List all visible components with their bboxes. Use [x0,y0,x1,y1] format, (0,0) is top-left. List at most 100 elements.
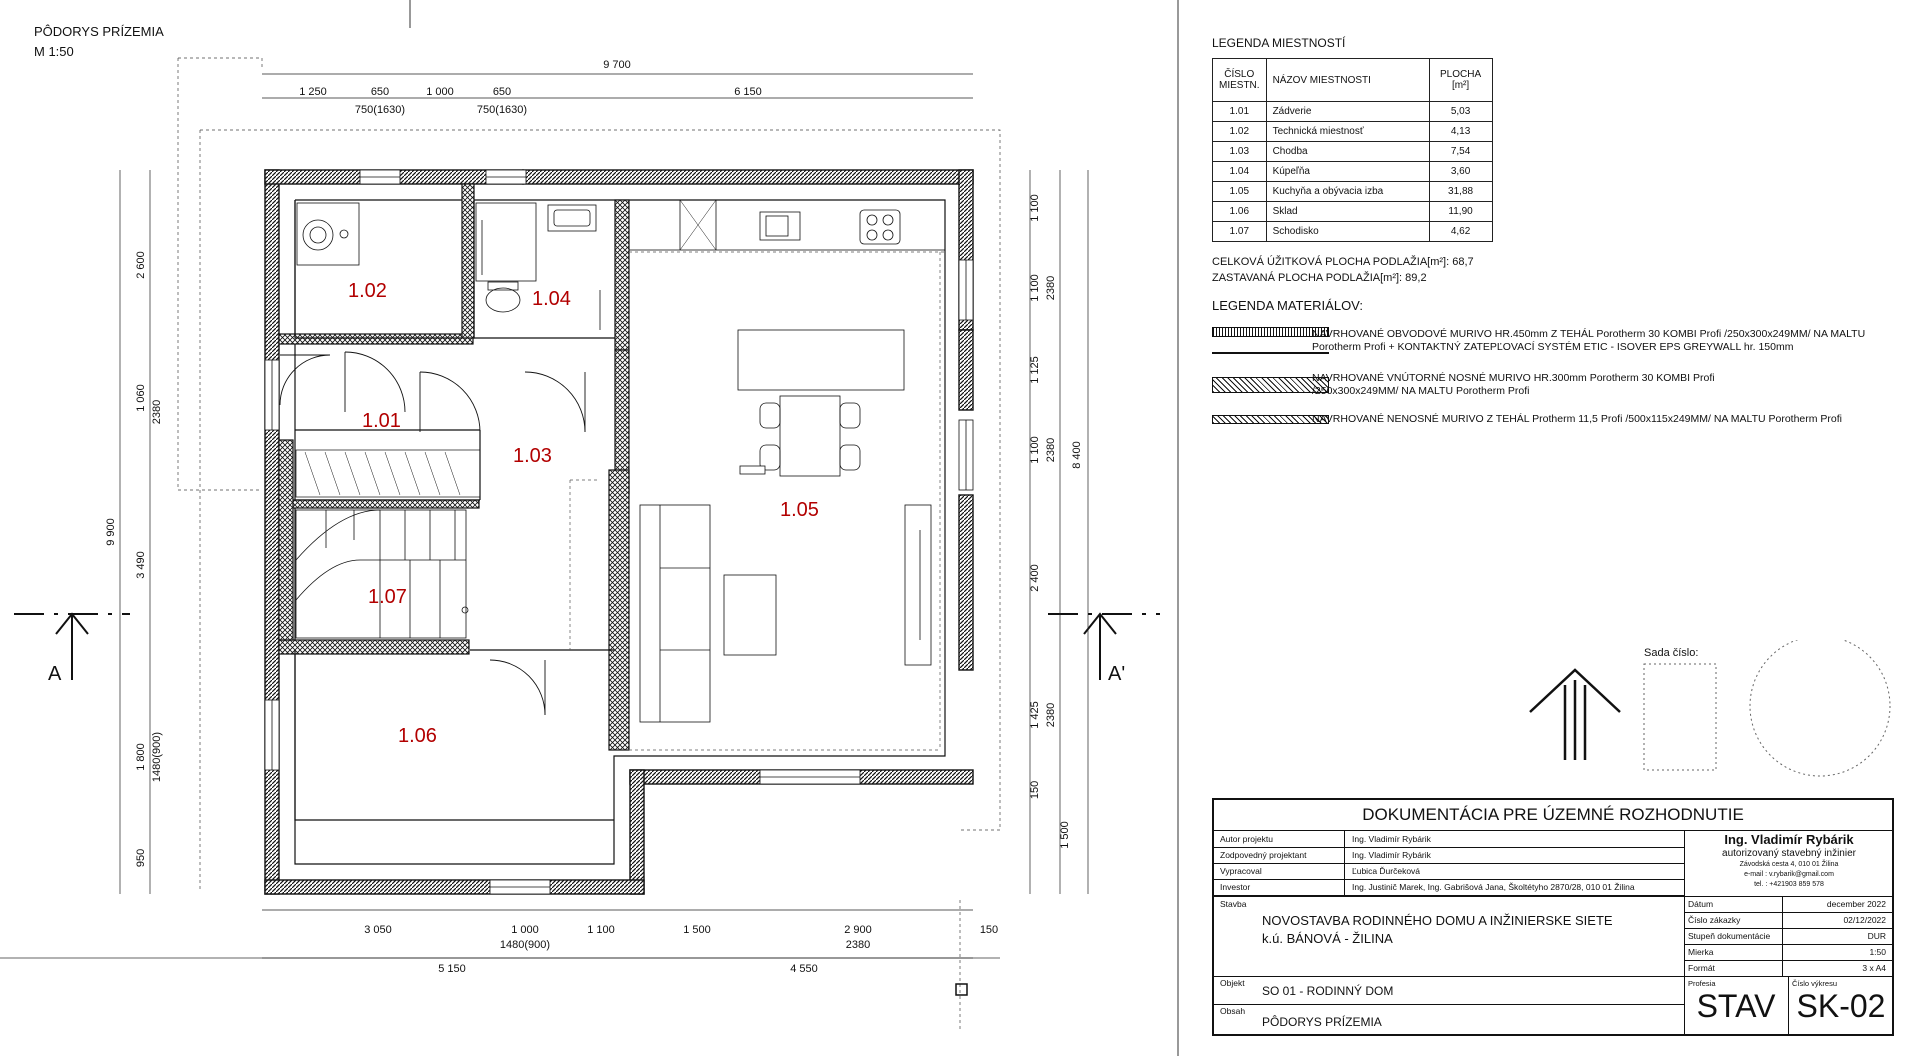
table-cell: Kuchyňa a obývacia izba [1265,181,1430,202]
dim-left-part: 1 800 [135,743,147,771]
table-cell: Technická miestnosť [1265,121,1430,142]
people-role: Zodpovedný projektant [1220,850,1307,860]
dim-left-opening: 1480(900) [151,732,163,782]
project-info-table: Dátum december 2022 Číslo zákazky 02/12/… [1684,897,1894,977]
info-key: Dátum [1688,899,1714,909]
site-outline [177,57,1001,1030]
north-arrow-icon [1529,668,1621,760]
people-name: Ľubica Ďurčeková [1352,866,1421,876]
material-line: NAVRHOVANÉ NENOSNÉ MURIVO Z TEHÁL Prothe… [1312,413,1843,425]
stamp-label: Sada číslo: [1644,647,1698,659]
table-header: PLOCHA [m²] [1428,58,1493,102]
room-labels: 1.02 1.04 1.01 1.03 1.05 1.07 1.06 [348,280,819,747]
stamp-circle [1749,640,1891,777]
north-and-stamp: Sada číslo: [1529,640,1891,777]
inner-walls [278,183,630,751]
dim-right-part: 2 400 [1029,564,1041,592]
dims-top: 9 700 1 250 650 1 000 650 6 150 750(1630… [299,59,762,116]
people-row: Zodpovedný projektant Ing. Vladimír Rybá… [1214,848,1684,864]
dim-bottom-part: 1 500 [683,924,711,936]
dims-bottom: 3 050 1 000 1 100 1 500 2 900 150 1480(9… [364,924,998,975]
section-marker-right [1048,612,1160,680]
dim-top-overall: 9 700 [603,59,631,71]
firm-phone: tel. : +421903 859 578 [1754,881,1824,888]
people-role: Investor [1220,882,1251,892]
table-header: ČÍSLO MIESTN. [1212,58,1267,102]
dim-right-part: 150 [1029,781,1041,799]
profesia-value: STAV [1696,988,1776,1024]
dim-left-part: 3 490 [135,551,147,579]
info-row: Číslo zákazky 02/12/2022 [1684,913,1894,929]
people-row: Investor Ing. Justinič Marek, Ing. Gabri… [1214,880,1684,896]
wardrobe [295,449,481,498]
title-block: DOKUMENTÁCIA PRE ÚZEMNÉ ROZHODNUTIE Auto… [1212,798,1894,1036]
table-cell: 1.07 [1212,221,1267,242]
dim-bottom-window: 2380 [846,939,870,951]
table-header-row: ČÍSLO MIESTN. NÁZOV MIESTNOSTI PLOCHA [m… [1212,58,1493,102]
info-row: Dátum december 2022 [1684,897,1894,913]
rooms-legend-table: ČÍSLO MIESTN. NÁZOV MIESTNOSTI PLOCHA [m… [1212,58,1493,242]
firm-info: Ing. Vladimír Rybárik autorizovaný stave… [1684,832,1894,890]
table-cell: Zádverie [1265,101,1430,122]
material-line: Porotherm Profi + KONTAKTNÝ ZATEPĽOVACÍ … [1312,341,1794,353]
doors [279,351,586,716]
room-label: 1.06 [398,725,437,747]
table-cell: 11,90 [1428,201,1493,222]
floor-plan-drawing: 1.02 1.04 1.01 1.03 1.05 1.07 1.06 A A' … [0,0,1179,1056]
table-header: NÁZOV MIESTNOSTI [1265,58,1430,102]
plan-title: PÔDORYS PRÍZEMIA [34,24,164,39]
drawing-number-value: SK-02 [1796,988,1886,1024]
dim-right-opening: 2380 [1045,438,1057,462]
total-useful-area: CELKOVÁ ÚŽITKOVÁ PLOCHA PODLAŽIA[m²]: 68… [1212,256,1474,268]
dims-left: 9 900 2 600 1 060 3 490 1 800 950 2380 1… [105,251,163,867]
firm-name: Ing. Vladimír Rybárik [1724,832,1854,847]
stavba-line: NOVOSTAVBA RODINNÉHO DOMU A INŽINIERSKE … [1262,913,1613,928]
dim-top-part: 1 250 [299,86,327,98]
section-label-right: A' [1108,663,1125,685]
room-label: 1.04 [532,288,571,310]
section-marker-left [14,612,130,680]
dim-bottom-door: 1480(900) [500,939,550,951]
table-cell: 1.06 [1212,201,1267,222]
info-value: 02/12/2022 [1843,915,1886,925]
dim-right-part: 1 100 [1029,436,1041,464]
rooms-legend-title: LEGENDA MIESTNOSTÍ [1212,36,1346,50]
dim-left-opening: 2380 [151,400,163,424]
dim-left-part: 1 060 [135,384,147,412]
dim-top-part: 6 150 [734,86,762,98]
plan-scale: M 1:50 [34,44,74,59]
material-line: NAVRHOVANÉ VNÚTORNÉ NOSNÉ MURIVO HR.300m… [1312,372,1715,384]
area-totals: CELKOVÁ ÚŽITKOVÁ PLOCHA PODLAŽIA[m²]: 68… [1212,254,1474,286]
table-cell: 31,88 [1428,181,1493,202]
material-item: NAVRHOVANÉ OBVODOVÉ MURIVO HR.450mm Z TE… [1312,328,1865,354]
table-cell: Kúpeľňa [1265,161,1430,182]
stamp-box [1643,663,1717,771]
table-cell: 5,03 [1428,101,1493,122]
info-key: Mierka [1688,947,1714,957]
profesia-box: Profesia STAV [1684,976,1788,1036]
dim-top-window: 750(1630) [477,104,527,116]
people-name: Ing. Justinič Marek, Ing. Gabrišová Jana… [1352,882,1635,892]
table-cell: 4,62 [1428,221,1493,242]
drawing-number-label: Číslo výkresu [1792,979,1838,988]
table-cell: 1.02 [1212,121,1267,142]
info-key: Stupeň dokumentácie [1688,931,1771,941]
dim-right-overall: 8 400 [1071,441,1083,469]
info-row: Stupeň dokumentácie DUR [1684,929,1894,945]
people-name: Ing. Vladimír Rybárik [1352,850,1431,860]
info-key: Formát [1688,963,1715,973]
dim-bottom-part: 2 900 [844,924,872,936]
material-line: /250x300x249MM/ NA MALTU Porotherm Profi [1312,385,1530,397]
dim-top-window: 750(1630) [355,104,405,116]
dim-right-opening: 2380 [1045,276,1057,300]
table-cell: Sklad [1265,201,1430,222]
room-label: 1.01 [362,410,401,432]
profesia-label: Profesia [1688,979,1716,988]
kitchen-counter [628,199,946,251]
dimension-lines [119,73,1089,959]
